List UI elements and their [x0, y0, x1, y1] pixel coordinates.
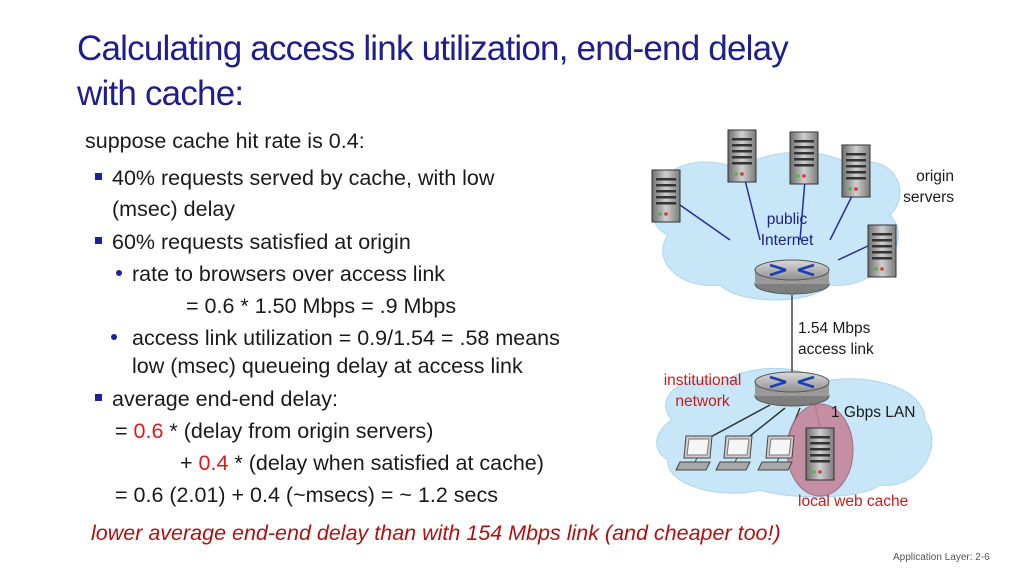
eq2-rest: * (delay when satisfied at cache) [228, 451, 544, 475]
eq1-prefix: = [115, 419, 134, 443]
intro-text: suppose cache hit rate is 0.4: [85, 129, 365, 153]
eq1-coefficient: 0.6 [133, 419, 164, 443]
access-link-label-line-2: access link [798, 341, 874, 358]
origin-server-icon [651, 169, 681, 223]
equation-line-1: = 0.6 * (delay from origin servers) [115, 418, 433, 444]
title-line-2: with cache: [77, 74, 244, 113]
bullet-dot-icon [116, 270, 122, 276]
bullet-1-line-2: (msec) delay [112, 197, 236, 221]
eq2-prefix: + [180, 451, 199, 475]
bullet-3: average end-end delay: [112, 387, 338, 411]
bullet-square-icon [95, 394, 102, 401]
bullet-2: 60% requests satisfied at origin [112, 230, 411, 254]
origin-servers-label-line-1: origin [916, 168, 954, 185]
internet-router-icon [753, 258, 831, 296]
slide-title: Calculating access link utilization, end… [77, 26, 957, 116]
sub-bullet-2-line-2: low (msec) queueing delay at access link [132, 354, 523, 378]
bullet-1-line-1: 40% requests served by cache, with low [112, 166, 495, 190]
conclusion-text: lower average end-end delay than with 15… [91, 521, 781, 545]
origin-servers-label: origin servers [891, 166, 954, 208]
access-link-label-line-1: 1.54 Mbps [798, 320, 871, 337]
lan-label: 1 Gbps LAN [831, 404, 916, 421]
sub-bullet-2-line-1: access link utilization = 0.9/1.54 = .58… [132, 326, 560, 350]
equation-line-3: = 0.6 (2.01) + 0.4 (~msecs) = ~ 1.2 secs [115, 483, 499, 507]
eq2-coefficient: 0.4 [198, 451, 229, 475]
sub-bullet-1-line-1: rate to browsers over access link [132, 262, 446, 286]
origin-server-icon [867, 224, 897, 278]
bullet-square-icon [95, 173, 102, 180]
institutional-label-line-1: institutional [663, 372, 742, 389]
footer-page-label: Application Layer: 2-6 [893, 552, 990, 563]
public-internet-label-line-2: Internet [760, 232, 814, 249]
institutional-router-icon [753, 370, 831, 408]
eq1-rest: * (delay from origin servers) [163, 419, 434, 443]
title-line-1: Calculating access link utilization, end… [77, 29, 789, 68]
sub-bullet-1-line-2: = 0.6 * 1.50 Mbps = .9 Mbps [186, 294, 457, 318]
institutional-network-label: institutional network [655, 370, 750, 412]
public-internet-label: public Internet [752, 209, 822, 251]
origin-servers-label-line-2: servers [903, 189, 954, 206]
local-web-cache-label: local web cache [798, 493, 909, 510]
access-link-label: 1.54 Mbps access link [798, 318, 874, 360]
origin-server-icon [789, 131, 819, 185]
public-internet-label-line-1: public [766, 211, 808, 228]
institutional-label-line-2: network [675, 393, 730, 410]
origin-server-icon [841, 144, 871, 198]
bullet-square-icon [95, 237, 102, 244]
equation-line-2: + 0.4 * (delay when satisfied at cache) [180, 450, 544, 476]
origin-server-icon [727, 129, 757, 183]
bullet-dot-icon [111, 334, 117, 340]
local-cache-server-icon [805, 427, 835, 481]
